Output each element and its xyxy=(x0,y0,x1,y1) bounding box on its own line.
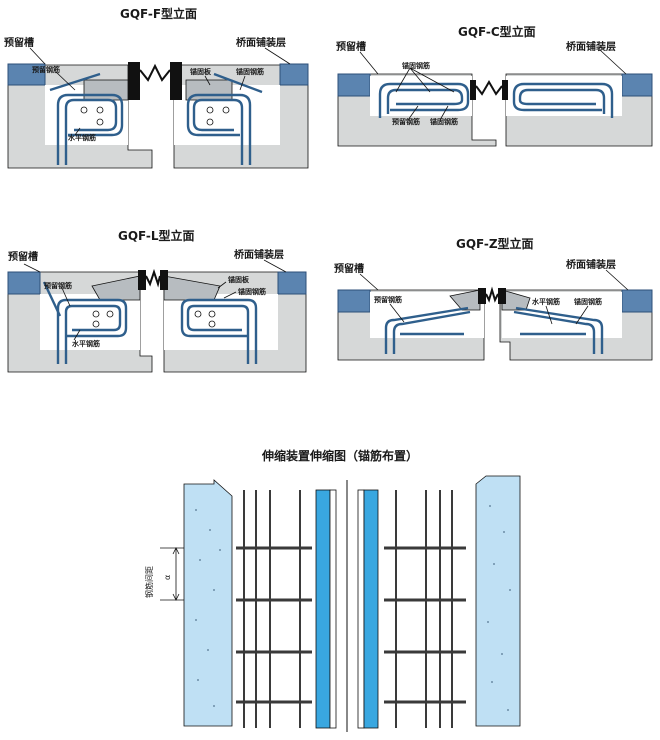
panel-l-label-anchor-plate: 锚固板 xyxy=(228,275,250,284)
right-deck-pavement xyxy=(621,73,653,97)
rubber-seal-strip xyxy=(145,268,161,288)
left-anchor-plate xyxy=(91,275,141,301)
panel-z-label-anchor-rebar: 锚固钢筋 xyxy=(574,297,602,306)
panel-gqf-z: GQF-Z型立面 预留槽 桥面铺装层 预留钢筋 水平钢筋 锚固钢筋 xyxy=(330,224,660,384)
panel-c-label-reserved-rebar: 预留钢筋 xyxy=(392,117,420,126)
plan-label-alpha: α xyxy=(163,575,172,580)
left-rebar-loops xyxy=(384,306,471,354)
panel-l-label-anchor-rebar: 锚固钢筋 xyxy=(238,287,266,296)
rubber-seal-strip xyxy=(485,286,499,303)
right-rebar-loops xyxy=(513,306,604,354)
right-rebar-loops xyxy=(186,72,263,165)
plan-right-concrete xyxy=(475,475,521,727)
plan-title: 伸缩装置伸缩图（锚筋布置） xyxy=(261,448,418,463)
panel-gqf-c: GQF-C型立面 预留槽 桥面铺装层 锚固钢筋 预留钢筋 锚固钢筋 xyxy=(330,0,660,180)
plan-left-rebar-grid xyxy=(243,490,301,728)
right-deck-pavement xyxy=(279,63,309,86)
panel-z-label-reserved-groove: 预留槽 xyxy=(334,262,364,275)
rubber-seal-strip xyxy=(139,63,171,82)
panel-gqf-f: GQF-F型立面 预留槽 桥面铺装层 预留钢筋 锚固板 锚固钢筋 水平钢筋 xyxy=(0,0,330,180)
panel-l-label-reserved-rebar: 预留钢筋 xyxy=(44,281,72,290)
plan-spacing-dimension xyxy=(160,547,184,601)
left-deck-pavement xyxy=(337,289,371,313)
right-rebar-loops xyxy=(180,298,258,364)
rubber-seal-strip xyxy=(475,80,503,96)
left-rebar-loops xyxy=(378,82,470,118)
left-anchor-plate xyxy=(83,79,129,101)
plan-left-concrete xyxy=(183,479,233,727)
panel-c-label-deck-pavement: 桥面铺装层 xyxy=(566,40,616,53)
left-anchor-plate xyxy=(449,289,481,311)
panel-l-label-deck-pavement: 桥面铺装层 xyxy=(234,248,284,261)
panel-z-label-deck-pavement: 桥面铺装层 xyxy=(566,258,616,271)
panel-c-title: GQF-C型立面 xyxy=(458,24,536,39)
panel-l-label-reserved-groove: 预留槽 xyxy=(8,250,38,263)
panel-plan-view: 伸缩装置伸缩图（锚筋布置） xyxy=(0,440,660,740)
panel-z-label-reserved-rebar: 预留钢筋 xyxy=(374,295,402,304)
plan-right-seal-strip xyxy=(363,489,379,729)
left-deck-pavement xyxy=(7,271,41,295)
panel-z-title: GQF-Z型立面 xyxy=(456,236,534,251)
panel-f-label-deck-pavement: 桥面铺装层 xyxy=(236,36,286,49)
panel-f-label-reserved-rebar: 预留钢筋 xyxy=(32,65,60,74)
plan-left-horizontal-bars xyxy=(236,546,312,704)
left-rebar-loops xyxy=(49,72,124,165)
right-rebar-loops xyxy=(512,82,614,118)
panel-z-label-horizontal-rebar: 水平钢筋 xyxy=(532,297,560,306)
panel-f-label-anchor-plate: 锚固板 xyxy=(190,67,212,76)
panel-c-label-anchor-rebar: 锚固钢筋 xyxy=(402,61,430,70)
left-deck-pavement xyxy=(337,73,371,97)
plan-label-rebar-spacing: 钢筋间距 xyxy=(144,566,154,598)
panel-f-title: GQF-F型立面 xyxy=(120,6,197,21)
plan-left-seal-strip xyxy=(315,489,331,729)
panel-l-title: GQF-L型立面 xyxy=(118,228,195,243)
right-deck-pavement xyxy=(277,271,307,295)
panel-l-label-horizontal-rebar: 水平钢筋 xyxy=(72,339,100,348)
panel-c-label-anchor-rebar-2: 锚固钢筋 xyxy=(430,117,458,126)
plan-right-rebar-grid xyxy=(395,490,453,728)
plan-right-horizontal-bars xyxy=(384,546,466,704)
left-rebar-loops xyxy=(42,281,128,364)
panel-f-label-anchor-rebar: 锚固钢筋 xyxy=(236,67,264,76)
left-deck-pavement xyxy=(7,63,46,86)
panel-f-label-reserved-groove: 预留槽 xyxy=(4,36,34,49)
right-deck-pavement xyxy=(621,289,653,313)
panel-f-label-horizontal-rebar: 水平钢筋 xyxy=(68,133,96,142)
panel-gqf-l: GQF-L型立面 预留槽 桥面铺装层 预留钢筋 锚固板 锚固钢筋 水平钢筋 xyxy=(0,224,330,384)
panel-c-label-reserved-groove: 预留槽 xyxy=(336,40,366,53)
